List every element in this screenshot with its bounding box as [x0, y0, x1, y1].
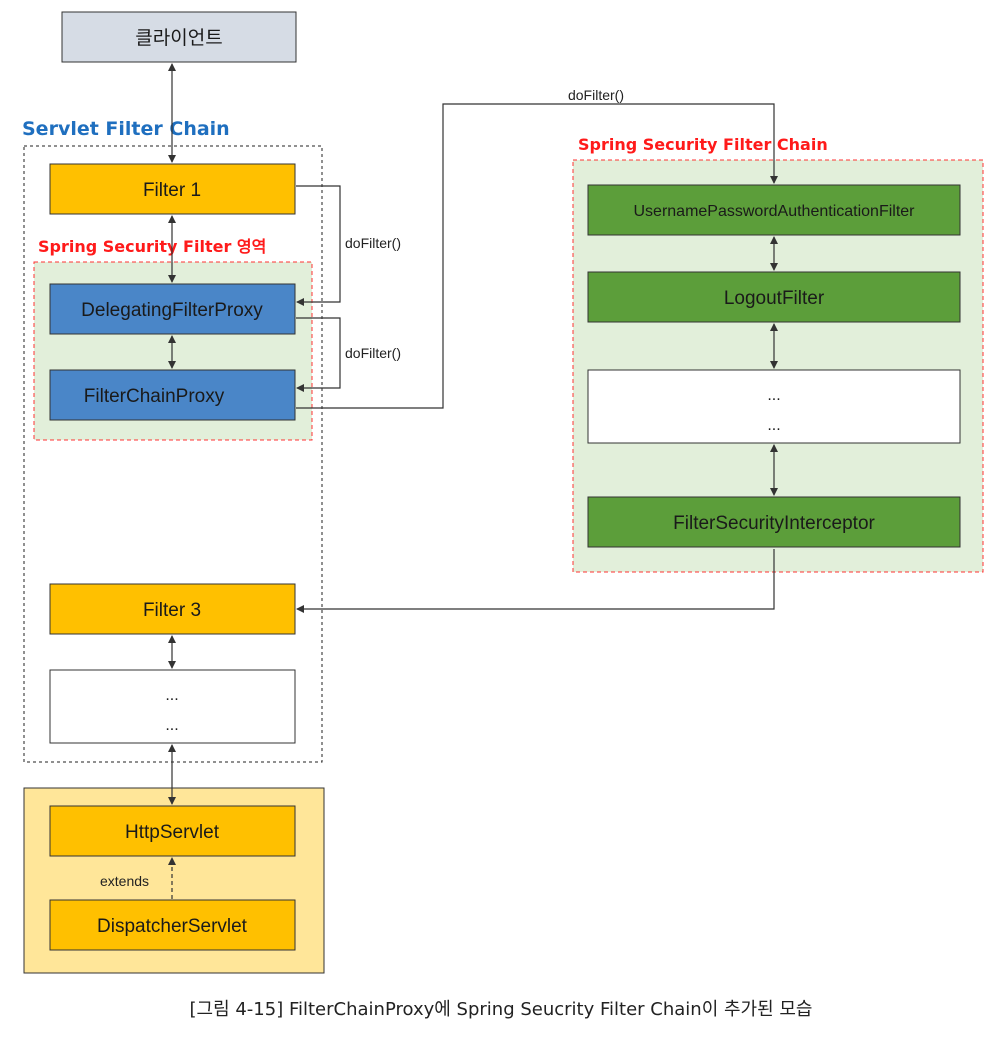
servlet-filter-chain-title: Servlet Filter Chain — [22, 118, 230, 140]
security-ellipsis-1: ... — [767, 387, 780, 404]
delegating-proxy-node: DelegatingFilterProxy — [49, 283, 296, 335]
logout-filter-node: LogoutFilter — [587, 271, 961, 323]
http-servlet-label: HttpServlet — [125, 822, 220, 843]
dispatcher-servlet-node: DispatcherServlet — [49, 899, 296, 951]
servlet-ellipsis-2: ... — [165, 717, 178, 734]
extends-label: extends — [100, 873, 149, 889]
servlet-ellipsis-node: ... ... — [49, 669, 296, 744]
http-servlet-node: HttpServlet — [49, 805, 296, 857]
security-area-title: Spring Security Filter 영역 — [38, 237, 266, 256]
filter-chain-proxy-label: FilterChainProxy — [84, 386, 225, 407]
filter1-node: Filter 1 — [49, 163, 296, 215]
filter3-label: Filter 3 — [143, 600, 201, 621]
username-filter-node: UsernamePasswordAuthenticationFilter — [587, 184, 961, 236]
username-filter-label: UsernamePasswordAuthenticationFilter — [633, 203, 915, 220]
figure-caption: [그림 4-15] FilterChainProxy에 Spring Seucr… — [189, 999, 812, 1020]
dofilter-label-1: doFilter() — [345, 235, 401, 251]
filter1-label: Filter 1 — [143, 180, 201, 201]
dofilter-filter1-proxy-edge — [296, 185, 341, 306]
dofilter-label-2: doFilter() — [345, 345, 401, 361]
security-ellipsis-2: ... — [767, 417, 780, 434]
servlet-ellipsis-1: ... — [165, 687, 178, 704]
filter3-node: Filter 3 — [49, 583, 296, 635]
dispatcher-servlet-label: DispatcherServlet — [97, 916, 248, 937]
filter-chain-proxy-node: FilterChainProxy — [49, 369, 296, 421]
client-label: 클라이언트 — [135, 27, 222, 49]
dofilter-proxy-chainproxy-edge — [296, 317, 341, 392]
interceptor-label: FilterSecurityInterceptor — [673, 513, 875, 534]
interceptor-node: FilterSecurityInterceptor — [587, 496, 961, 548]
client-node: 클라이언트 — [61, 11, 297, 63]
delegating-proxy-label: DelegatingFilterProxy — [81, 300, 263, 321]
logout-filter-label: LogoutFilter — [724, 288, 825, 309]
interceptor-filter3-edge — [296, 549, 775, 613]
security-ellipsis-node: ... ... — [587, 369, 961, 444]
dofilter-label-3: doFilter() — [568, 87, 624, 103]
dofilter-chainproxy-security-edge — [296, 103, 778, 409]
security-chain-title: Spring Security Filter Chain — [578, 135, 828, 154]
